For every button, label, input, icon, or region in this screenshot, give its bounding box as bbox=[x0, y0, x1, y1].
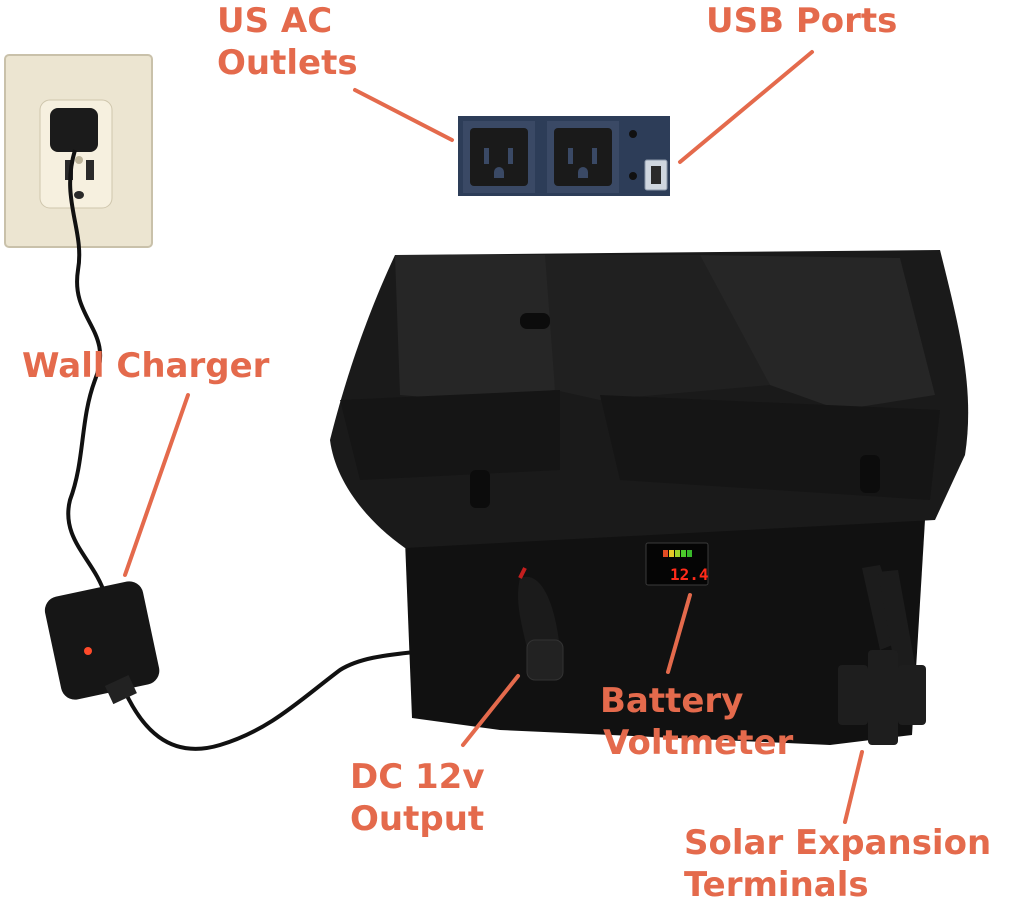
label-ac-outlets: US AC Outlets bbox=[217, 0, 358, 84]
label-voltmeter: Battery Voltmeter bbox=[600, 680, 793, 764]
label-dc-output-line2: Output bbox=[350, 799, 485, 839]
label-wall-charger-text: Wall Charger bbox=[22, 346, 270, 386]
label-usb-ports: USB Ports bbox=[706, 0, 897, 42]
label-dc-output: DC 12v Output bbox=[350, 756, 485, 840]
solar-terminals bbox=[838, 565, 926, 745]
battery-level-bar-icon bbox=[663, 550, 692, 557]
label-ac-outlets-line2: Outlets bbox=[217, 43, 358, 83]
leader-dc-output bbox=[461, 674, 520, 747]
battery-box bbox=[330, 250, 969, 745]
leader-solar bbox=[843, 750, 864, 824]
dc-socket bbox=[518, 567, 564, 681]
leader-wall-charger bbox=[123, 393, 190, 577]
label-solar-terminals-line2: Terminals bbox=[684, 865, 869, 905]
leader-usb-ports bbox=[678, 50, 814, 164]
charger-led-icon bbox=[84, 647, 92, 655]
label-voltmeter-line2: Voltmeter bbox=[603, 723, 794, 763]
label-solar-terminals-line1: Solar Expansion bbox=[684, 823, 992, 863]
label-usb-ports-text: USB Ports bbox=[706, 1, 898, 41]
ac-outlet-icon bbox=[554, 128, 612, 186]
ac-outlet-icon bbox=[470, 128, 528, 186]
label-solar-terminals: Solar Expansion Terminals bbox=[684, 822, 991, 906]
voltmeter-readout: 12.4 bbox=[670, 565, 709, 584]
wall-charger bbox=[44, 581, 160, 705]
leader-ac-outlets bbox=[353, 88, 454, 142]
leader-voltmeter bbox=[666, 593, 692, 674]
label-voltmeter-line1: Battery bbox=[600, 681, 744, 721]
label-dc-output-line1: DC 12v bbox=[350, 757, 485, 797]
battery-voltmeter: 12.4 bbox=[645, 542, 709, 586]
charger-cord bbox=[66, 149, 107, 596]
usb-port-icon bbox=[644, 159, 668, 191]
label-ac-outlets-line1: US AC bbox=[217, 1, 333, 41]
outlet-panel-inset bbox=[458, 116, 670, 196]
wall-outlet bbox=[4, 54, 153, 248]
leader-lines bbox=[123, 50, 864, 824]
label-wall-charger: Wall Charger bbox=[22, 345, 269, 387]
